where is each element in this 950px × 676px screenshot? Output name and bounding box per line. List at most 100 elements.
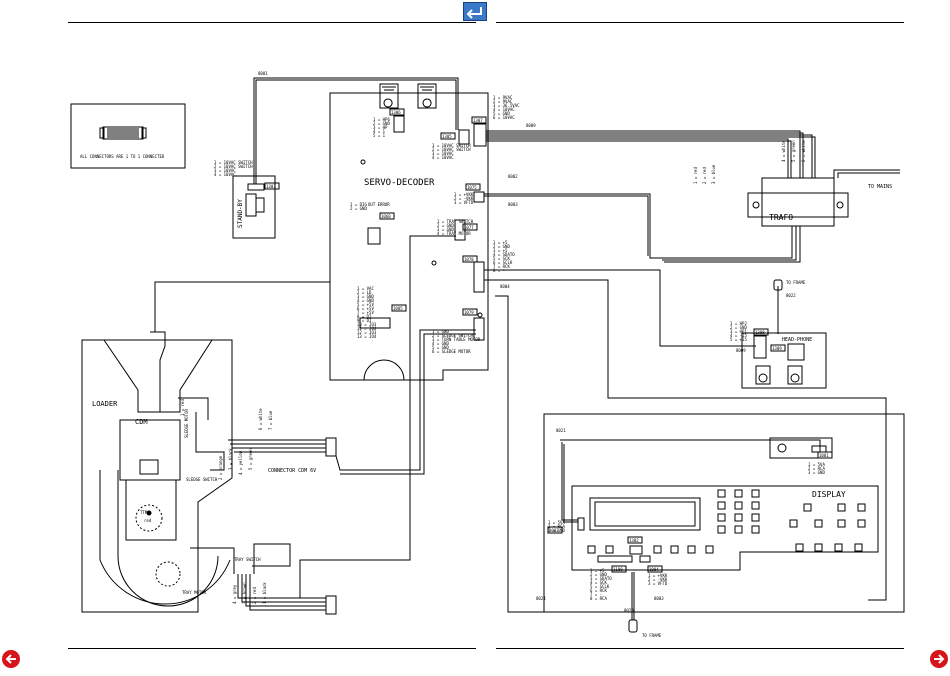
pin-trafo-2: 2 = 9VAC [493, 99, 513, 104]
pin-standby-4: 4 = 10VAC [214, 172, 236, 177]
pin-laser-12: 12 = IO3 [357, 330, 377, 335]
connector-legend-box: ALL CONNECTORS ARE 1 TO 1 CONNECTED [70, 103, 186, 169]
pin-sw-4: 4 = 10VAC [432, 155, 454, 160]
trafo: TRAFO TO MAINS [747, 166, 892, 240]
pin-disp-vkk-1: 1 = +VKK [648, 573, 668, 578]
tray-motor-label: TRAY MOTOR [182, 590, 207, 595]
pin-standby-3: 3 = 10VAC [214, 168, 236, 173]
display-pin-labels: 1 = +5 2 = GND 3 = SDATO 4 = SCK 5 = SCL… [590, 568, 668, 601]
pin-laser-5: 5 = +5V [357, 302, 374, 307]
pin-tray-3: 3 = GND [437, 227, 454, 232]
pin-disp-bus-2: 2 = GND [590, 572, 607, 577]
pin-head-3: 3 = HP1 [730, 329, 747, 334]
pin-disp-bus-4: 4 = SCK [590, 580, 607, 585]
pin-dig-2: 2 = GND [350, 206, 367, 211]
footer-rule-right [496, 648, 904, 649]
pin-head-4: 4 = -15 [730, 333, 747, 338]
wire-8009-trafo: 8009 [486, 123, 900, 178]
connector-1075: 1075 [467, 185, 477, 190]
stand-by-label: STAND-BY [237, 199, 244, 228]
pin-sledge-3: 3 = TURN TABLE MOTOR [432, 337, 481, 342]
cdm-color-2: 2 = orange [218, 455, 223, 480]
wire-ref-8001: 8001 [258, 71, 268, 76]
pin-tray-4: 4 = TRAY MOTOR [437, 231, 471, 236]
tray-color-4: 4 = grey [232, 584, 237, 604]
cdm-wires: CONNECTOR CDM 6V [154, 281, 337, 615]
header-rule-left [68, 22, 476, 23]
pin-sledge-4: 4 = GND [432, 341, 449, 346]
pin-disp-pwr-1: 1 = 5VA [548, 520, 565, 525]
display-label: DISPLAY [812, 490, 846, 499]
pin-standby-2: 2 = 10VAC SWITCH [214, 164, 253, 169]
trafo-color-5: 5 = green [791, 140, 796, 162]
sledge-motor-label: SLEDGE MOTOR [184, 409, 189, 438]
wire-8002: 8002 8003 [484, 174, 801, 263]
red-label: red [144, 518, 152, 523]
pin-disp-bus-7: 7 = - [590, 592, 602, 597]
pin-sledge-5: 5 = GND [432, 345, 449, 350]
connector-1078: 1078 [464, 257, 474, 262]
pin-dig-1: 1 = DIG [350, 202, 367, 207]
pin-sw-3: 3 = 10VAC [432, 151, 454, 156]
wire-ref-8003-bottom: 8003 [654, 596, 664, 601]
pin-1075-1: 1 = +VKK [454, 192, 474, 197]
pin-laser-3: 3 = GND [357, 294, 374, 299]
pin-laser-8: 8 = DI [357, 314, 372, 319]
cdm-color-1: 1 = red [180, 399, 185, 416]
connector-cdm-label: CONNECTOR CDM 6V [268, 468, 316, 474]
pin-tray-1: 1 = TRAY SWITCH [437, 219, 474, 224]
connector-1085: 1085 [393, 306, 403, 311]
cdm-color-6: 6 = white [258, 408, 263, 430]
pin-laser-7: 7 = +5V [357, 310, 374, 315]
pin-laser-2: 2 = LD [357, 290, 372, 295]
pin-sledge-2: 2 = SLEDGE SWITCH [432, 333, 474, 338]
pin-ir-3: 3 = GND [808, 470, 825, 475]
pin-disp-vkk-3: 3 = VFTD [648, 581, 668, 586]
pin-sledge-1: 1 = GND [432, 329, 449, 334]
pin-hp-1: 1 = HP6 [373, 117, 390, 122]
pin-sw-2: 2 = 10VAC SWITCH [432, 147, 471, 152]
wire-8004: 8004 [484, 269, 887, 601]
wire-ref-8024: 8024 [536, 596, 546, 601]
previous-page-button[interactable] [2, 650, 20, 668]
wire-8001: 8001 [253, 71, 459, 184]
pin-laser-11: 11 = IO4 [357, 326, 377, 331]
return-arrow-icon [466, 7, 482, 19]
next-page-button[interactable] [930, 650, 948, 668]
loader-mechanism: LOADER CDM TTM red SLEDGE SWITCH SLEDGE … [81, 331, 261, 613]
ir-board: 1001 1 = 5VA 2 = RCA 3 = GND [769, 437, 833, 475]
connector-1305: 1305 [442, 134, 452, 139]
pin-hp-4: 4 = 1 [373, 129, 386, 134]
back-button[interactable] [463, 2, 487, 21]
connector-1303: 1303 [266, 184, 276, 189]
connector-1100: 1100 [613, 567, 623, 572]
display-area-wires: TO FRAME 8021 8024 8020 8003 [495, 295, 905, 638]
pin-laser-13: 13 = IO4 [357, 334, 377, 339]
wire-ref-8009: 8009 [526, 123, 536, 128]
pin-trafo-1: 1 = 9VAC [493, 95, 513, 100]
cdm-color-7: 7 = blue [268, 410, 273, 430]
arrow-right-icon [934, 654, 945, 664]
connector-1306: 1306 [391, 110, 401, 115]
trafo-color-1: 1 = red [693, 167, 698, 184]
pin-head-5: 5 = +15 [730, 337, 747, 342]
servo-decoder-label: SERVO-DECODER [364, 178, 435, 188]
loader-label: LOADER [92, 400, 118, 408]
stand-by-board: 1303 STAND-BY 1 = 10VAC SWITCH 2 = 10VAC… [214, 160, 280, 239]
pin-bus-1: 1 = +5 [493, 240, 508, 245]
pin-ir-2: 2 = RCA [808, 466, 825, 471]
pin-sw-1: 1 = 10VAC SWITCH [432, 143, 471, 148]
connector-1302: 1302 [629, 538, 639, 543]
connector-1079: 1079 [464, 310, 474, 315]
pin-hp-2: 2 = GND [373, 121, 390, 126]
connector-1060: 1060 [381, 214, 391, 219]
wire-ref-8022: 8022 [786, 293, 796, 298]
cdm-color-4: 4 = yellow [238, 450, 243, 475]
wire-ref-8021: 8021 [556, 428, 566, 433]
all-connectors-note: ALL CONNECTORS ARE 1 TO 1 CONNECTED [80, 154, 165, 159]
to-mains-label: TO MAINS [868, 184, 892, 190]
pin-trafo-4: 4 = 10VAC [493, 107, 515, 112]
to-frame-1-label: TO FRAME [786, 280, 806, 285]
pin-bus-5: 5 = SCK [493, 256, 510, 261]
